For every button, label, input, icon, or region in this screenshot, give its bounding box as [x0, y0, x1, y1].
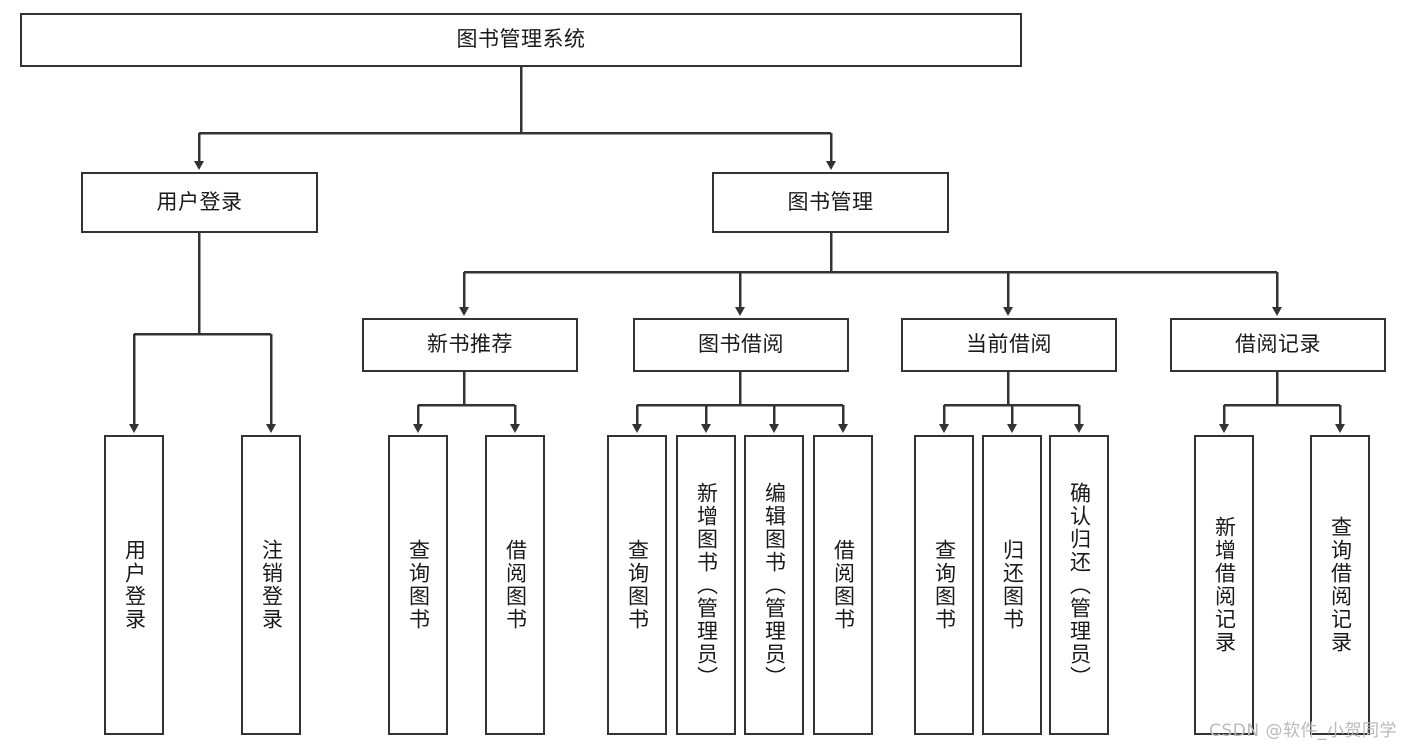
- node-leaf-query-book-1-label: 查询图书: [406, 539, 431, 631]
- node-leaf-query-book-3[interactable]: 查询图书: [914, 435, 974, 735]
- node-leaf-borrow-book-2[interactable]: 借阅图书: [813, 435, 873, 735]
- node-leaf-borrow-book-2-label: 借阅图书: [831, 539, 856, 631]
- node-leaf-borrow-book-1[interactable]: 借阅图书: [485, 435, 545, 735]
- node-leaf-query-record[interactable]: 查询借阅记录: [1310, 435, 1370, 735]
- node-leaf-add-record[interactable]: 新增借阅记录: [1194, 435, 1254, 735]
- node-current-borrow[interactable]: 当前借阅: [901, 318, 1117, 372]
- node-leaf-user-login-label: 用户登录: [122, 539, 147, 631]
- node-leaf-logout-label: 注销登录: [259, 539, 284, 631]
- node-leaf-return-book[interactable]: 归还图书: [982, 435, 1042, 735]
- node-new-book-recommend[interactable]: 新书推荐: [362, 318, 578, 372]
- node-leaf-query-book-1[interactable]: 查询图书: [388, 435, 448, 735]
- node-leaf-logout[interactable]: 注销登录: [241, 435, 301, 735]
- node-leaf-add-book-label: 新增图书（管理员）: [694, 481, 719, 689]
- node-leaf-query-book-2[interactable]: 查询图书: [607, 435, 667, 735]
- node-root-label: 图书管理系统: [456, 27, 586, 52]
- node-book-management[interactable]: 图书管理: [712, 172, 949, 233]
- node-leaf-edit-book-label: 编辑图书（管理员）: [762, 481, 787, 689]
- node-leaf-borrow-book-1-label: 借阅图书: [503, 539, 528, 631]
- node-leaf-edit-book[interactable]: 编辑图书（管理员）: [744, 435, 804, 735]
- node-book-borrow[interactable]: 图书借阅: [633, 318, 849, 372]
- node-borrow-record[interactable]: 借阅记录: [1170, 318, 1386, 372]
- node-book-borrow-label: 图书借阅: [698, 332, 784, 357]
- node-book-management-label: 图书管理: [787, 189, 874, 214]
- node-leaf-confirm-return[interactable]: 确认归还（管理员）: [1049, 435, 1109, 735]
- node-leaf-query-book-3-label: 查询图书: [932, 539, 957, 631]
- node-root[interactable]: 图书管理系统: [20, 13, 1022, 67]
- node-user-login-label: 用户登录: [156, 189, 243, 214]
- node-user-login[interactable]: 用户登录: [81, 172, 318, 233]
- node-new-book-recommend-label: 新书推荐: [427, 332, 513, 357]
- node-leaf-user-login[interactable]: 用户登录: [104, 435, 164, 735]
- node-leaf-query-book-2-label: 查询图书: [625, 539, 650, 631]
- node-borrow-record-label: 借阅记录: [1235, 332, 1321, 357]
- node-leaf-query-record-label: 查询借阅记录: [1328, 516, 1353, 654]
- node-current-borrow-label: 当前借阅: [966, 332, 1052, 357]
- node-leaf-return-book-label: 归还图书: [1000, 539, 1025, 631]
- node-leaf-add-book[interactable]: 新增图书（管理员）: [676, 435, 736, 735]
- node-leaf-confirm-return-label: 确认归还（管理员）: [1067, 481, 1092, 689]
- node-leaf-add-record-label: 新增借阅记录: [1212, 516, 1237, 654]
